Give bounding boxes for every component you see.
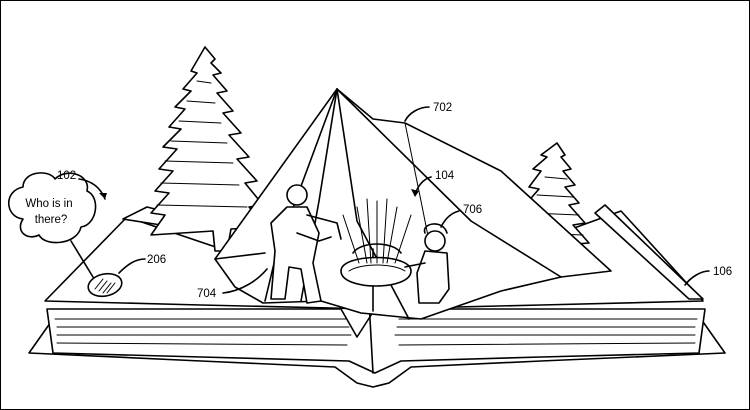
label-page: 106 xyxy=(713,266,732,278)
speech-line-2: there? xyxy=(35,214,68,226)
label-speaker: 206 xyxy=(147,254,166,266)
right-figure xyxy=(404,223,450,304)
label-figure-left: 704 xyxy=(197,288,217,300)
reference-labels: 102 104 106 206 702 704 706 xyxy=(57,102,732,300)
speech-bubble: Who is in there? xyxy=(8,172,97,244)
campfire xyxy=(340,198,412,287)
label-tent: 702 xyxy=(433,102,452,114)
label-figure-right: 706 xyxy=(463,204,482,216)
label-book: 102 xyxy=(57,170,76,182)
speaker-icon xyxy=(70,240,123,298)
left-figure xyxy=(270,184,342,304)
speech-line-1: Who is in xyxy=(25,198,72,210)
label-scene: 104 xyxy=(435,170,455,182)
